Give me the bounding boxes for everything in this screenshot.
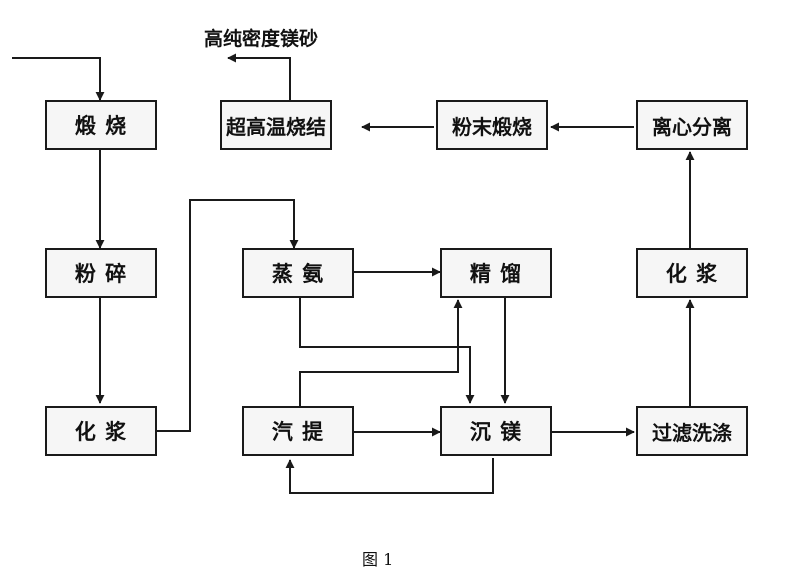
box-centrifuge: 离心分离 bbox=[636, 100, 748, 150]
slurry-to-ammonia-arrow bbox=[156, 199, 299, 432]
box-powder-calcination: 粉末煅烧 bbox=[436, 100, 548, 150]
box-ultra-high-temp-sintering: 超高温烧结 bbox=[220, 100, 332, 150]
box-mg-precipitation: 沉 镁 bbox=[440, 406, 552, 456]
sintering-to-product-arrow bbox=[227, 53, 291, 100]
ammonia-to-precipitation-arrow bbox=[299, 298, 475, 404]
box-filter-wash: 过滤洗涤 bbox=[636, 406, 748, 456]
box-slurry-right: 化 浆 bbox=[636, 248, 748, 298]
box-steam-stripping: 汽 提 bbox=[242, 406, 354, 456]
product-label: 高纯密度镁砂 bbox=[204, 28, 319, 50]
box-refine: 精 馏 bbox=[440, 248, 552, 298]
figure-caption: 图 1 bbox=[362, 550, 394, 569]
box-slurry-left: 化 浆 bbox=[45, 406, 157, 456]
box-crushing: 粉 碎 bbox=[45, 248, 157, 298]
box-ammonia-distillation: 蒸 氨 bbox=[242, 248, 354, 298]
precipitation-to-stripping-arrow bbox=[285, 458, 494, 494]
stripping-to-refine-arrow bbox=[299, 299, 463, 406]
box-calcination: 煅 烧 bbox=[45, 100, 157, 150]
feed-line bbox=[12, 57, 105, 101]
